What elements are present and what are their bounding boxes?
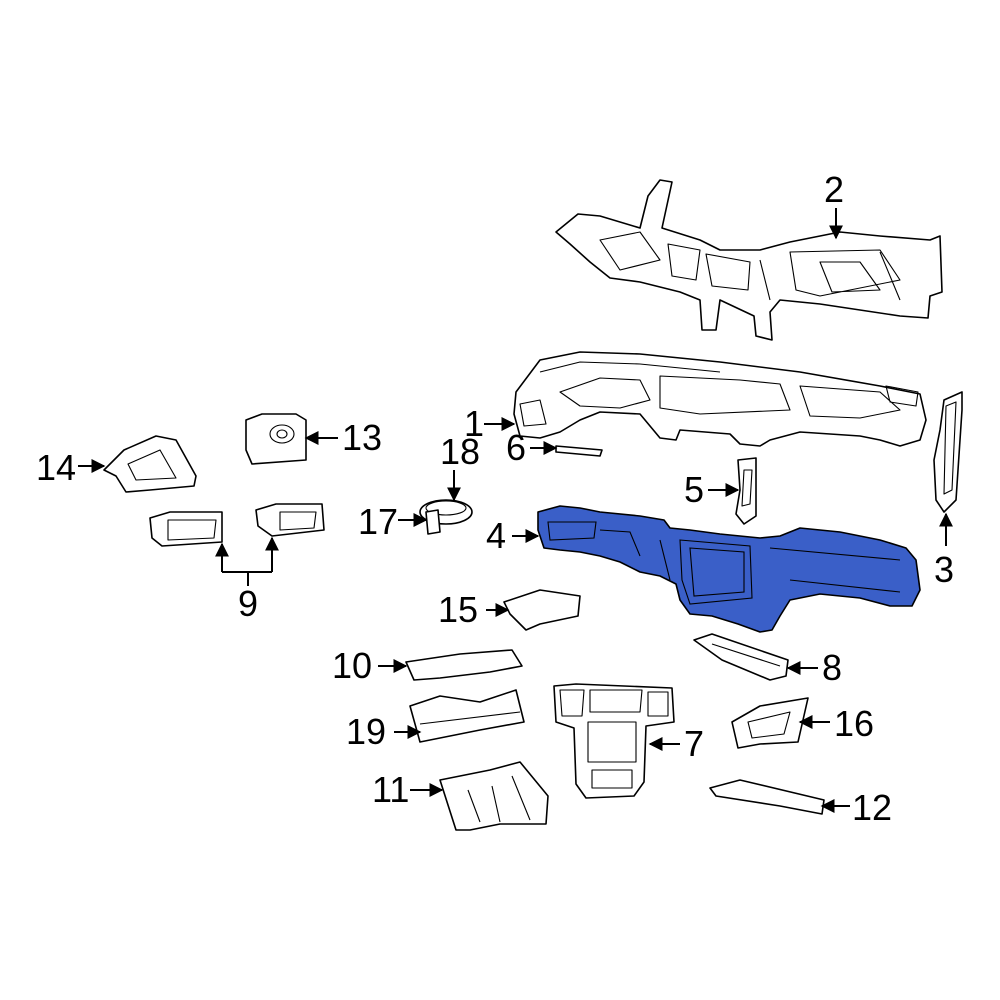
part-9-right-vent[interactable]	[255, 503, 325, 537]
callout-5[interactable]: 5	[684, 469, 704, 510]
part-13-cover[interactable]	[245, 413, 307, 465]
callout-8[interactable]: 8	[822, 647, 842, 688]
part-14-bezel[interactable]	[103, 435, 197, 493]
callout-14[interactable]: 14	[36, 447, 76, 488]
part-1-instrument-panel[interactable]	[513, 351, 927, 447]
part-6-strip[interactable]	[555, 445, 603, 457]
callout-12[interactable]: 12	[852, 787, 892, 828]
part-4-instrument-panel-base[interactable]	[537, 505, 921, 633]
callout-19[interactable]: 19	[346, 711, 386, 752]
part-11-bracket[interactable]	[439, 761, 549, 831]
callout-6[interactable]: 6	[506, 427, 526, 468]
part-15-panel[interactable]	[503, 589, 581, 631]
part-16-vent[interactable]	[731, 697, 809, 749]
part-2-cross-car-beam[interactable]	[555, 179, 943, 341]
callout-10[interactable]: 10	[332, 645, 372, 686]
part-7-center-stack[interactable]	[553, 683, 675, 799]
callout-11[interactable]: 11	[372, 769, 409, 810]
callout-17[interactable]: 17	[358, 501, 398, 542]
callout-18[interactable]: 18	[440, 431, 480, 472]
callout-7[interactable]: 7	[684, 723, 704, 764]
part-8-strip[interactable]	[693, 633, 789, 681]
callout-13[interactable]: 13	[342, 417, 382, 458]
part-17-clip[interactable]	[425, 509, 441, 535]
part-19-panel[interactable]	[409, 689, 525, 743]
callout-labels: 1 2 3 4 5 6 7 8 9 10 11 12 13 14 15 16 1…	[36, 169, 954, 828]
part-9-left-vent[interactable]	[149, 511, 223, 547]
callout-2[interactable]: 2	[824, 169, 844, 210]
callout-15[interactable]: 15	[438, 589, 478, 630]
callout-3[interactable]: 3	[934, 549, 954, 590]
callout-4[interactable]: 4	[486, 515, 506, 556]
part-10-panel[interactable]	[405, 649, 523, 681]
part-12-trim-strip[interactable]	[709, 779, 825, 815]
callout-1[interactable]: 1	[464, 403, 484, 444]
callout-16[interactable]: 16	[834, 703, 874, 744]
part-5-bracket[interactable]	[735, 457, 757, 525]
leader-lines	[78, 208, 953, 813]
callout-9[interactable]: 9	[238, 583, 258, 624]
part-3-side-trim[interactable]	[933, 391, 963, 513]
